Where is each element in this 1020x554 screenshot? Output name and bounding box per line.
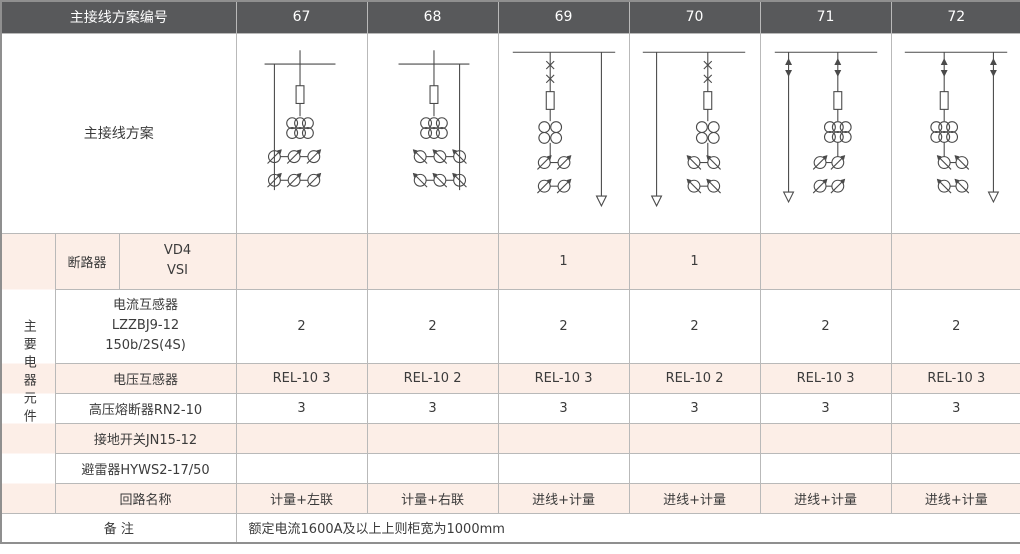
value-cell: 2 — [366, 288, 499, 364]
row-voltage-transformer: 电压互感器 REL-10 3 REL-10 2 REL-10 3 REL-10 … — [1, 362, 1020, 394]
value-cell: 1 — [497, 232, 630, 290]
value-cell — [890, 422, 1020, 454]
wiring-diagram-67 — [264, 50, 336, 191]
value-cell — [759, 232, 892, 290]
value-cell: 3 — [235, 392, 368, 424]
wiring-diagram-71-cell — [759, 32, 892, 234]
value-cell — [759, 452, 892, 484]
component-label-current-transformer: 电流互感器 LZZBJ9-12 150b/2S(4S) — [54, 288, 237, 364]
value-cell: 3 — [890, 392, 1020, 424]
row-surge-arrester: 避雷器HYWS2-17/50 — [1, 452, 1020, 484]
value-cell: 3 — [366, 392, 499, 424]
wiring-diagram-70 — [642, 51, 746, 208]
value-cell: REL-10 2 — [628, 362, 761, 394]
value-cell: 3 — [497, 392, 630, 424]
scheme-number-68: 68 — [366, 0, 499, 34]
value-cell: 2 — [759, 288, 892, 364]
value-cell — [366, 232, 499, 290]
scheme-number-71: 71 — [759, 0, 892, 34]
component-label-circuit-name: 回路名称 — [54, 482, 237, 514]
scheme-number-72: 72 — [890, 0, 1020, 34]
row-earthing-switch: 接地开关JN15-12 — [1, 422, 1020, 454]
value-cell: 进线+计量 — [497, 482, 630, 514]
wiring-diagram-68-cell — [366, 32, 499, 234]
component-label-earthing-switch: 接地开关JN15-12 — [54, 422, 237, 454]
component-label-voltage-transformer: 电压互感器 — [54, 362, 237, 394]
value-cell — [366, 422, 499, 454]
remark-text: 额定电流1600A及以上上则柜宽为1000mm — [235, 512, 1020, 544]
value-cell: 计量+左联 — [235, 482, 368, 514]
wiring-diagram-69 — [512, 51, 616, 208]
value-cell — [628, 422, 761, 454]
header-row: 主接线方案编号 67 68 69 70 71 72 — [0, 0, 1020, 34]
wiring-diagram-70-cell — [628, 32, 761, 234]
value-cell — [235, 232, 368, 290]
value-cell — [890, 232, 1020, 290]
row-remark: 备 注 额定电流1600A及以上上则柜宽为1000mm — [0, 512, 1020, 544]
value-cell: REL-10 3 — [890, 362, 1020, 394]
wiring-diagram-71 — [774, 51, 878, 204]
header-title: 主接线方案编号 — [0, 0, 237, 34]
value-cell: REL-10 3 — [235, 362, 368, 394]
wiring-diagram-69-cell — [497, 32, 630, 234]
value-cell — [497, 422, 630, 454]
value-cell: 2 — [497, 288, 630, 364]
value-cell: 3 — [759, 392, 892, 424]
value-cell: 2 — [628, 288, 761, 364]
wiring-diagram-67-cell — [235, 32, 368, 234]
value-cell: 2 — [235, 288, 368, 364]
value-cell: 进线+计量 — [628, 482, 761, 514]
component-label-hv-fuse: 高压熔断器RN2-10 — [54, 392, 237, 424]
value-cell: 2 — [890, 288, 1020, 364]
value-cell: REL-10 2 — [366, 362, 499, 394]
scheme-number-70: 70 — [628, 0, 761, 34]
value-cell — [890, 452, 1020, 484]
value-cell: 3 — [628, 392, 761, 424]
wiring-diagram-68 — [398, 50, 470, 191]
value-cell: REL-10 3 — [759, 362, 892, 394]
scheme-number-67: 67 — [235, 0, 368, 34]
wiring-diagram-72-cell — [890, 32, 1020, 234]
value-cell — [235, 422, 368, 454]
row-breaker: 主要电器元件 断路器 VD4 VSI 1 1 — [0, 232, 1020, 514]
value-cell: 进线+计量 — [759, 482, 892, 514]
value-cell — [235, 452, 368, 484]
value-cell: REL-10 3 — [497, 362, 630, 394]
value-cell — [759, 422, 892, 454]
row-current-transformer: 电流互感器 LZZBJ9-12 150b/2S(4S) 2 2 2 2 2 2 — [1, 288, 1020, 364]
value-cell: 1 — [628, 232, 761, 290]
row-hv-fuse: 高压熔断器RN2-10 3 3 3 3 3 3 — [1, 392, 1020, 424]
wiring-diagram-72 — [904, 51, 1007, 204]
remark-label: 备 注 — [0, 512, 237, 544]
diagram-row: 主接线方案 — [0, 32, 1020, 234]
component-label-surge-arrester: 避雷器HYWS2-17/50 — [54, 452, 237, 484]
row-circuit-name: 回路名称 计量+左联 计量+右联 进线+计量 进线+计量 进线+计量 进线+计量 — [1, 482, 1020, 514]
value-cell — [628, 452, 761, 484]
value-cell: 进线+计量 — [890, 482, 1020, 514]
value-cell: 计量+右联 — [366, 482, 499, 514]
scheme-number-69: 69 — [497, 0, 630, 34]
breaker-models: VD4 VSI — [118, 232, 237, 290]
value-cell — [497, 452, 630, 484]
value-cell — [366, 452, 499, 484]
section-side-label: 主要电器元件 — [0, 232, 56, 514]
diagram-row-label: 主接线方案 — [0, 32, 237, 234]
component-label-breaker: 断路器 — [54, 232, 120, 290]
